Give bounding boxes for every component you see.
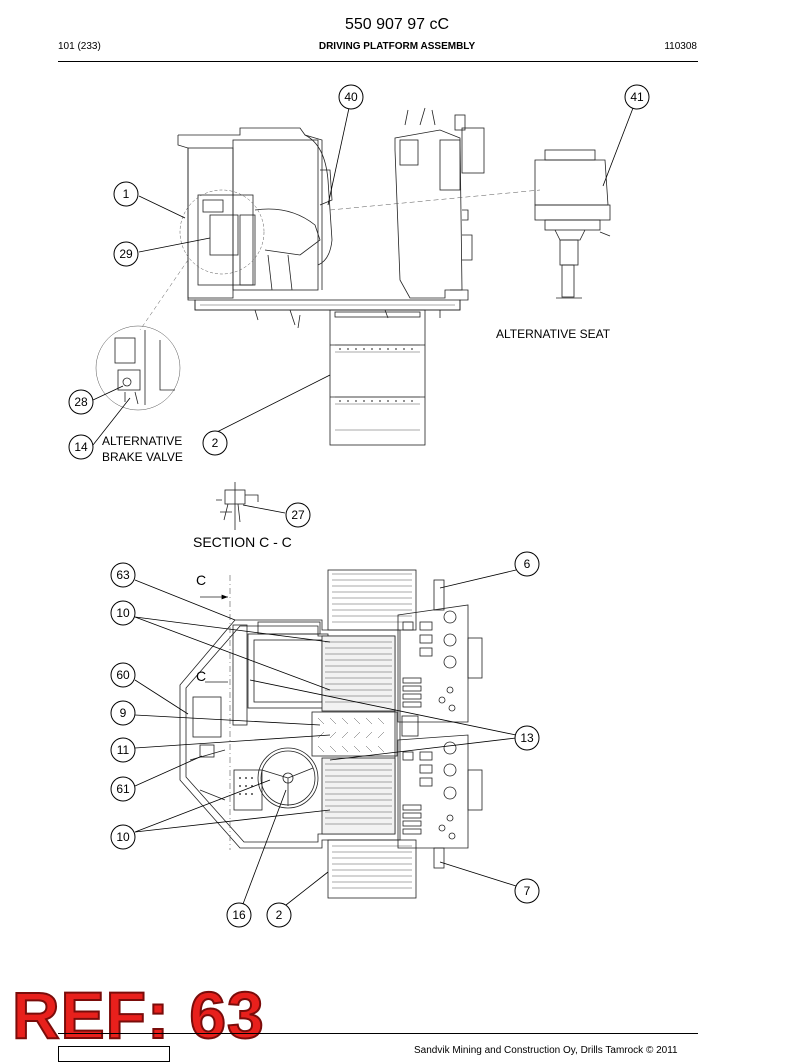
plan-view-platform: [179, 569, 483, 899]
floor-grating: [325, 641, 392, 825]
callout-60[interactable]: 60: [110, 662, 136, 688]
leader-lines: [92, 107, 634, 906]
callout-14[interactable]: 14: [68, 434, 94, 460]
svg-text:60: 60: [116, 668, 130, 682]
callout-61[interactable]: 61: [110, 776, 136, 802]
reference-stamp: REF: 63: [11, 978, 265, 1052]
callout-29[interactable]: 29: [113, 241, 139, 267]
callout-2-bottom[interactable]: 2: [266, 902, 292, 928]
svg-text:40: 40: [344, 90, 358, 104]
svg-text:7: 7: [524, 884, 531, 898]
svg-text:14: 14: [74, 440, 88, 454]
callout-9[interactable]: 9: [110, 700, 136, 726]
document-number: 550 907 97 cC: [344, 16, 450, 33]
callout-6[interactable]: 6: [514, 551, 540, 577]
pedal-panel-dots: [239, 777, 253, 795]
callout-40[interactable]: 40: [338, 84, 364, 110]
side-view-platform: [139, 107, 541, 446]
callout-10-bottom[interactable]: 10: [110, 824, 136, 850]
callout-1[interactable]: 1: [113, 181, 139, 207]
page-reference: 101 (233): [58, 41, 101, 52]
section-cc-label: SECTION C - C: [193, 534, 292, 550]
callout-28[interactable]: 28: [68, 389, 94, 415]
section-marker-bottom: C: [196, 668, 206, 684]
callout-41[interactable]: 41: [624, 84, 650, 110]
step-holes: [339, 348, 413, 402]
svg-text:9: 9: [120, 706, 127, 720]
footer-copyright: Sandvik Mining and Construction Oy, Dril…: [414, 1045, 678, 1056]
svg-text:27: 27: [291, 508, 305, 522]
control-panel-bottom-switches: [402, 741, 457, 840]
callout-63[interactable]: 63: [110, 562, 136, 588]
svg-text:10: 10: [116, 606, 130, 620]
svg-text:41: 41: [630, 90, 644, 104]
alternative-brake-valve-detail: [95, 325, 181, 411]
callout-11[interactable]: 11: [110, 737, 136, 763]
footer-rule: [58, 1033, 698, 1034]
svg-text:28: 28: [74, 395, 88, 409]
svg-text:10: 10: [116, 830, 130, 844]
control-panel-top-switches: [402, 610, 457, 712]
svg-text:61: 61: [116, 782, 130, 796]
header-rule: [58, 61, 698, 62]
callout-2-top[interactable]: 2: [202, 430, 228, 456]
diamond-plate: [317, 717, 385, 753]
alternative-seat-drawing: [534, 149, 611, 299]
callout-7[interactable]: 7: [514, 878, 540, 904]
svg-text:1: 1: [123, 187, 130, 201]
callout-13[interactable]: 13: [514, 725, 540, 751]
section-cc-drawing: [216, 482, 259, 530]
svg-text:16: 16: [232, 908, 246, 922]
date-code: 110308: [664, 41, 697, 52]
svg-text:13: 13: [520, 731, 534, 745]
svg-text:2: 2: [276, 908, 283, 922]
svg-text:2: 2: [212, 436, 219, 450]
svg-text:6: 6: [524, 557, 531, 571]
alternative-brake-label-line1: ALTERNATIVE: [102, 434, 182, 448]
alternative-seat-label: ALTERNATIVE SEAT: [496, 327, 611, 341]
page-title: DRIVING PLATFORM ASSEMBLY: [318, 41, 476, 52]
callout-16[interactable]: 16: [226, 902, 252, 928]
sandvik-logo: [58, 1046, 170, 1062]
svg-text:11: 11: [117, 743, 130, 757]
alternative-brake-label-line2: BRAKE VALVE: [102, 450, 183, 464]
svg-text:63: 63: [116, 568, 130, 582]
section-marker-top: C: [196, 572, 206, 588]
svg-text:29: 29: [119, 247, 133, 261]
callout-10-top[interactable]: 10: [110, 600, 136, 626]
callout-27[interactable]: 27: [285, 502, 311, 528]
